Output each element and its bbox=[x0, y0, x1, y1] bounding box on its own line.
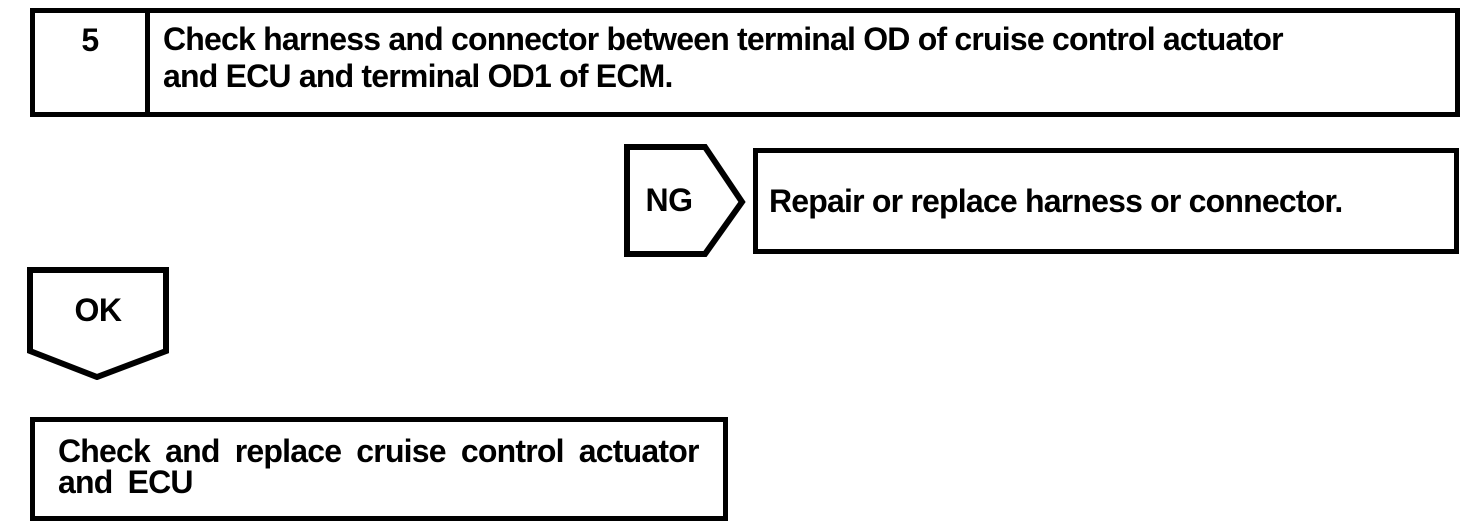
result-line-2: and ECU bbox=[58, 464, 194, 500]
ok-connector-label: OK bbox=[74, 291, 123, 328]
step-instruction-line-2: and ECU and terminal OD1 of ECM. bbox=[163, 58, 673, 94]
ng-action-box: Repair or replace harness or connector. bbox=[753, 148, 1459, 254]
ng-connector-shape bbox=[624, 144, 746, 257]
step-instruction: Check harness and connector between term… bbox=[150, 13, 1291, 112]
ok-connector-shape bbox=[27, 267, 169, 380]
ng-action-text: Repair or replace harness or connector. bbox=[769, 182, 1343, 219]
result-line-1: Check and replace cruise control actuato… bbox=[58, 433, 699, 469]
step-box: 5 Check harness and connector between te… bbox=[30, 8, 1460, 117]
step-number: 5 bbox=[35, 13, 150, 112]
step-instruction-line-1: Check harness and connector between term… bbox=[163, 21, 1284, 57]
result-box: Check and replace cruise control actuato… bbox=[30, 417, 728, 521]
ng-connector-label: NG bbox=[645, 182, 694, 218]
